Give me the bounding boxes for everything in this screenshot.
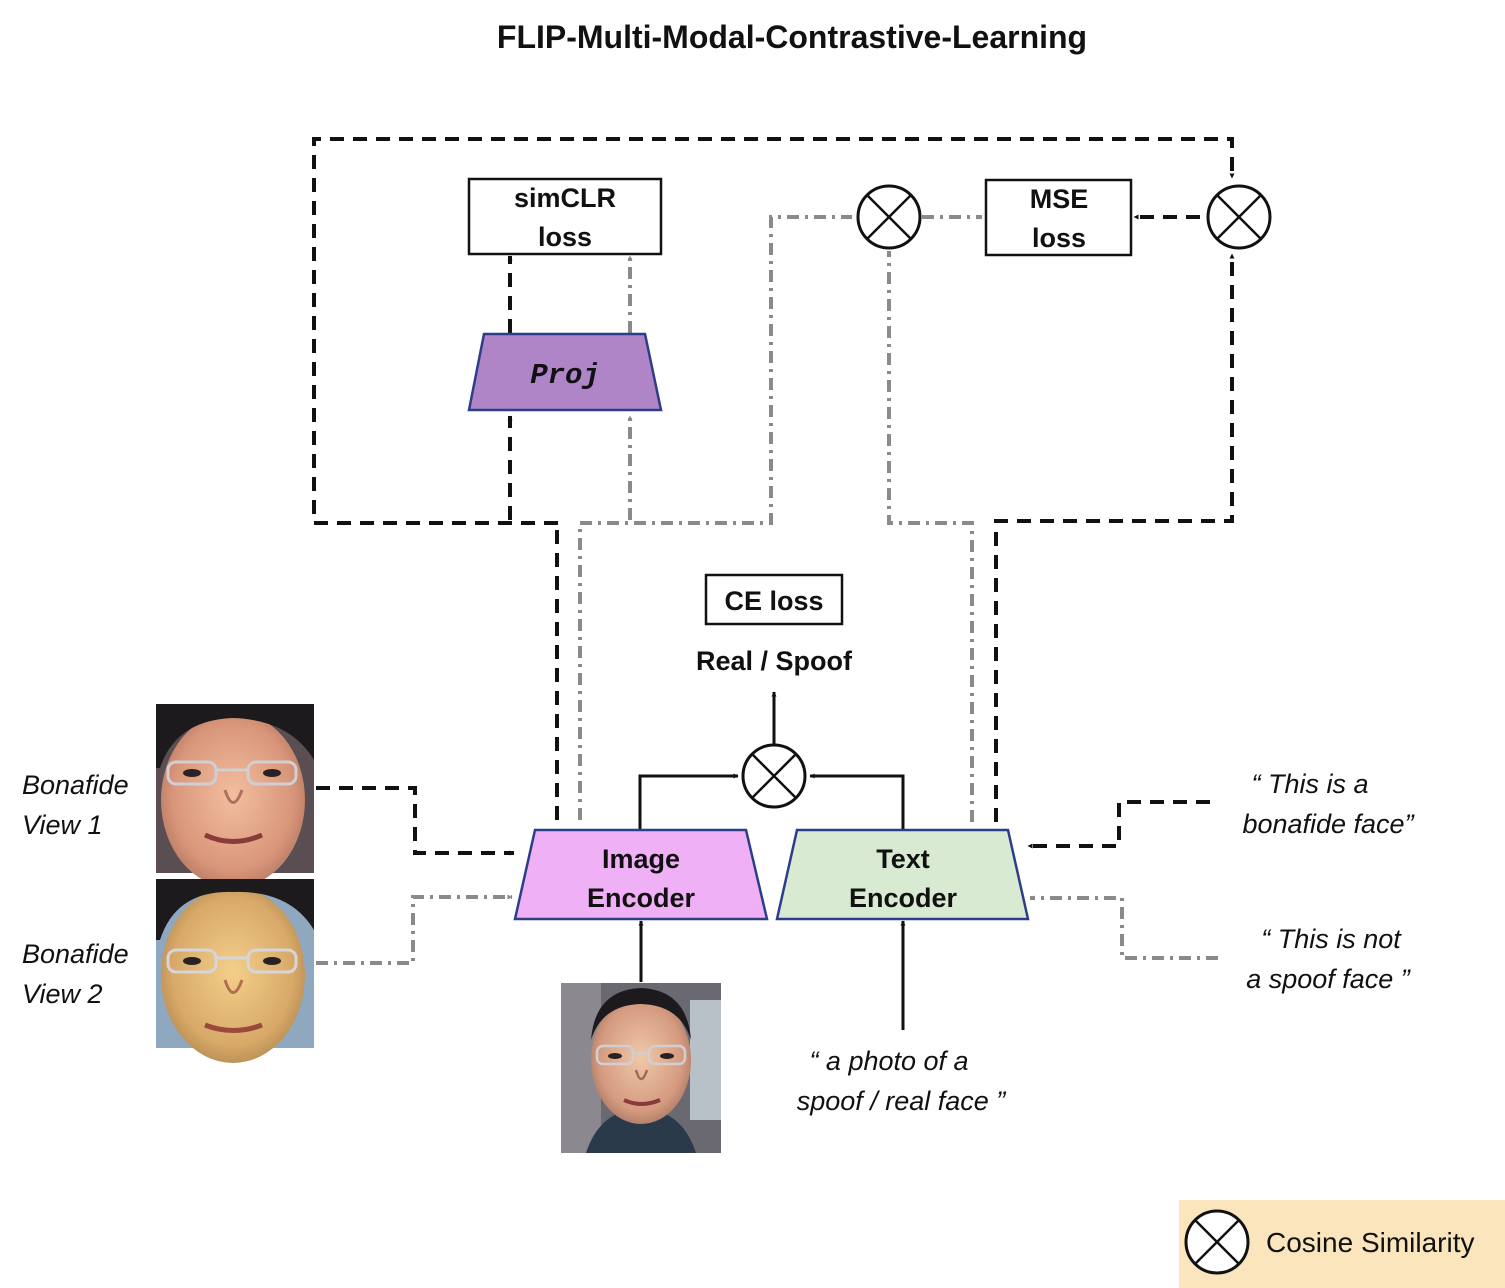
text-encoder: Text Encoder bbox=[775, 828, 1030, 921]
ce-loss-box: CE loss bbox=[704, 573, 844, 626]
prompt-photo-line2: spoof / real face ” bbox=[797, 1086, 1007, 1116]
dashed-text-up bbox=[994, 253, 1235, 822]
face-photo-icon bbox=[561, 983, 721, 1153]
dashdot-prompt2-to-encoder bbox=[1029, 895, 1218, 960]
text-to-cos-line bbox=[809, 773, 905, 830]
dashed-prompt1-to-encoder bbox=[1027, 800, 1210, 849]
prompt-bonafide-line2: bonafide face” bbox=[1242, 809, 1414, 839]
prompt-not-spoof-line1: “ This is not bbox=[1261, 924, 1402, 954]
image-encoder-line2: Encoder bbox=[587, 883, 696, 913]
image-encoder-line1: Image bbox=[602, 844, 680, 874]
face-photo-icon bbox=[156, 879, 314, 1063]
dashdot-image-up bbox=[578, 214, 853, 820]
view1-label-line1: Bonafide bbox=[22, 770, 129, 800]
view2-label-line1: Bonafide bbox=[22, 939, 129, 969]
image-encoder: Image Encoder bbox=[513, 828, 769, 921]
mse-loss-line1: MSE bbox=[1030, 184, 1089, 214]
dashed-view1-to-encoder bbox=[316, 786, 515, 856]
circled-x-icon bbox=[1206, 184, 1272, 250]
proj-head: Proj bbox=[467, 332, 663, 412]
simclr-loss-line2: loss bbox=[538, 222, 592, 252]
mse-loss-box: MSE loss bbox=[984, 178, 1133, 257]
prompt-not-spoof-line2: a spoof face ” bbox=[1246, 964, 1411, 994]
circled-x-icon bbox=[1184, 1209, 1250, 1275]
circled-x-icon bbox=[856, 184, 922, 250]
view2-label-line2: View 2 bbox=[22, 979, 103, 1009]
ce-loss-label: CE loss bbox=[724, 586, 823, 616]
face-photo-icon bbox=[156, 704, 314, 888]
dashdot-text-up bbox=[886, 250, 974, 822]
image-to-cos-line bbox=[638, 773, 739, 830]
dashdot-view2-to-encoder bbox=[316, 894, 513, 965]
simclr-loss-line1: simCLR bbox=[514, 183, 616, 213]
legend: Cosine Similarity bbox=[1179, 1200, 1505, 1288]
proj-label: Proj bbox=[530, 359, 600, 392]
legend-label: Cosine Similarity bbox=[1266, 1227, 1475, 1258]
real-spoof-label: Real / Spoof bbox=[696, 646, 853, 676]
prompt-bonafide-line1: “ This is a bbox=[1251, 769, 1368, 799]
dashed-loop-top bbox=[312, 137, 1235, 525]
mse-loss-line2: loss bbox=[1032, 223, 1086, 253]
simclr-loss-box: simCLR loss bbox=[467, 177, 663, 256]
view1-label-line2: View 1 bbox=[22, 810, 103, 840]
diagram-title: FLIP-Multi-Modal-Contrastive-Learning bbox=[497, 19, 1087, 55]
prompt-photo-line1: “ a photo of a bbox=[809, 1046, 968, 1076]
text-encoder-line1: Text bbox=[876, 844, 930, 874]
text-encoder-line2: Encoder bbox=[849, 883, 958, 913]
circled-x-icon bbox=[741, 743, 807, 809]
